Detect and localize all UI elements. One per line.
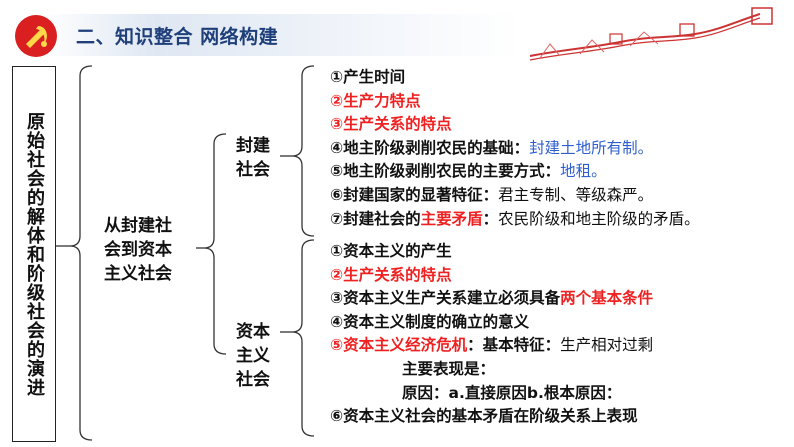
list-item: ④地主阶级剥削农民的基础：封建土地所有制。	[330, 138, 654, 157]
list-item: ⑥封建国家的显著特征：君主专制、等级森严。	[330, 185, 654, 204]
list-item: ①资本主义的产生	[330, 242, 452, 260]
list-item: ②生产力特点	[330, 91, 421, 110]
party-emblem-icon	[15, 15, 57, 57]
list-item: ④资本主义制度的确立的意义	[330, 312, 530, 331]
header-bar	[0, 14, 520, 56]
list-item: ⑤地主阶级剥削农民的主要方式：地租。	[330, 162, 607, 181]
capitalist-list: ①资本主义的产生 ②生产关系的特点 ③资本主义生产关系建立必须具备两个基本条件 …	[330, 240, 653, 429]
feudal-list: ①产生时间 ②生产力特点 ③生产关系的特点 ④地主阶级剥削农民的基础：封建土地所…	[330, 66, 700, 231]
header: 二、知识整合 网络构建	[0, 0, 794, 66]
middle-topic: 从封建社 会到资本 主义社会	[104, 216, 172, 284]
list-item: 主要表现是：	[402, 359, 496, 378]
list-item: ③资本主义生产关系建立必须具备两个基本条件	[330, 289, 654, 308]
capitalist-society-label: 资本 主义 社会	[236, 322, 270, 390]
list-item: 原因：a.直接原因b.根本原因：	[402, 383, 622, 402]
root-topic: 原始社会的解体和阶级社会的演进	[12, 66, 56, 442]
list-item: ③生产关系的特点	[330, 115, 452, 134]
list-item: ⑦封建社会的主要矛盾：农民阶级和地主阶级的矛盾。	[330, 209, 700, 228]
list-item: ①产生时间	[330, 68, 406, 86]
feudal-society-label: 封建 社会	[236, 136, 270, 180]
page-title: 二、知识整合 网络构建	[76, 26, 279, 48]
list-item: ②生产关系的特点	[330, 265, 452, 284]
list-item: ⑤资本主义经济危机：基本特征：生产相对过剩	[330, 336, 654, 355]
great-wall-icon	[529, 7, 773, 61]
list-item: ⑥资本主义社会的基本矛盾在阶级关系上表现	[330, 407, 638, 426]
